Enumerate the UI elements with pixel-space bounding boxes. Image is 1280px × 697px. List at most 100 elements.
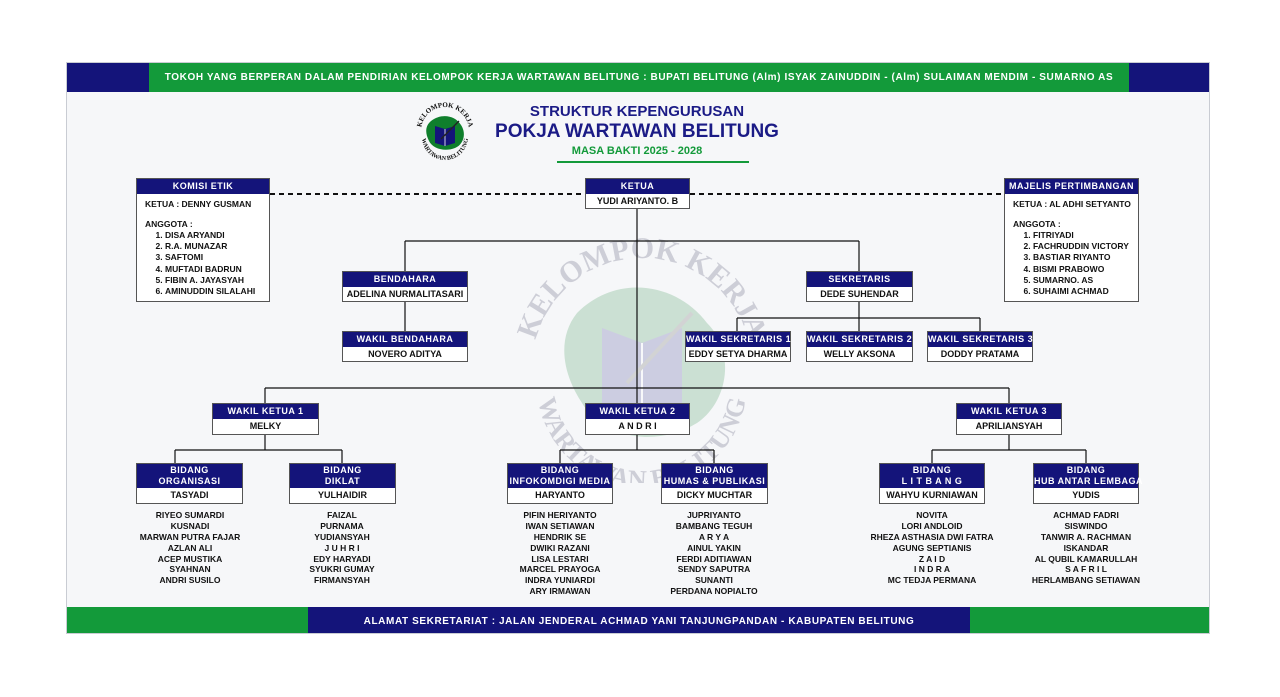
list-item: R.A. MUNAZAR	[165, 241, 269, 252]
bidang-infokomdigi-title: BIDANG INFOKOMDIGI MEDIA	[508, 464, 612, 488]
list-item: SUMARNO. AS	[1033, 275, 1138, 286]
top-banner-text: TOKOH YANG BERPERAN DALAM PENDIRIAN KELO…	[164, 72, 1114, 83]
bidang-name: INFOKOMDIGI MEDIA	[509, 476, 611, 486]
list-item: J U H R I	[324, 542, 360, 553]
list-item: MARWAN PUTRA FAJAR	[139, 531, 241, 542]
list-item: SYUKRI GUMAY	[309, 564, 375, 575]
list-item: Z A I D	[918, 553, 946, 564]
komisi-etik-title: KOMISI ETIK	[137, 179, 269, 194]
list-item: FITRIYADI	[1033, 230, 1138, 241]
bidang-hub-antar-lembaga-title: BIDANG HUB ANTAR LEMBAGA	[1034, 464, 1143, 488]
bendahara-box: BENDAHARA ADELINA NURMALITASARI	[342, 271, 468, 302]
list-item: LISA LESTARI	[531, 553, 589, 564]
wakil-ketua-1-name: MELKY	[249, 421, 282, 431]
bidang-hub-antar-lembaga-box: BIDANG HUB ANTAR LEMBAGA YUDIS	[1033, 463, 1143, 504]
list-item: FACHRUDDIN VICTORY	[1033, 241, 1138, 252]
list-item: KUSNADI	[170, 520, 210, 531]
bidang-diklat-title: BIDANG DIKLAT	[290, 464, 395, 488]
bidang-diklat-head: YULHAIDIR	[318, 490, 367, 500]
bidang-infokomdigi-box: BIDANG INFOKOMDIGI MEDIA HARYANTO	[507, 463, 613, 504]
list-item: DISA ARYANDI	[165, 230, 269, 241]
title-underline	[557, 161, 749, 163]
list-item: FIRMANSYAH	[314, 575, 370, 586]
bidang-label: BIDANG	[170, 465, 209, 475]
wakil-sekretaris-2-box: WAKIL SEKRETARIS 2 WELLY AKSONA	[806, 331, 913, 362]
komisi-etik-members: DISA ARYANDI R.A. MUNAZAR SAFTOMI MUFTAD…	[137, 230, 269, 297]
list-item: FIBIN A. JAYASYAH	[165, 275, 269, 286]
wakil-sekretaris-3-box: WAKIL SEKRETARIS 3 DODDY PRATAMA	[927, 331, 1033, 362]
list-item: YUDIANSYAH	[314, 531, 370, 542]
list-item: ACEP MUSTIKA	[157, 553, 223, 564]
majelis-box: MAJELIS PERTIMBANGAN KETUA : AL ADHI SET…	[1004, 178, 1139, 302]
list-item: SYAHNAN	[169, 564, 211, 575]
bidang-hub-antar-lembaga-head: YUDIS	[1072, 490, 1100, 500]
wakil-sekretaris-1-box: WAKIL SEKRETARIS 1 EDDY SETYA DHARMA	[685, 331, 791, 362]
bottom-banner: ALAMAT SEKRETARIAT : JALAN JENDERAL ACHM…	[67, 607, 1209, 633]
ketua-box: KETUA YUDI ARIYANTO. B	[585, 178, 690, 209]
komisi-etik-ketua: KETUA : DENNY GUSMAN	[145, 199, 252, 209]
sekretaris-name: DEDE SUHENDAR	[820, 289, 899, 299]
list-item: DWIKI RAZANI	[530, 542, 590, 553]
list-item: A R Y A	[698, 531, 730, 542]
list-item: SUHAIMI ACHMAD	[1033, 286, 1138, 297]
wakil-sekretaris-2-title: WAKIL SEKRETARIS 2	[807, 332, 912, 347]
pokja-logo: KELOMPOK KERJA WARTAWAN BELITUNG	[415, 101, 474, 162]
bidang-diklat-members: FAIZAL PURNAMA YUDIANSYAH J U H R I EDY …	[279, 510, 405, 586]
bidang-humas-title: BIDANG HUMAS & PUBLIKASI	[662, 464, 767, 488]
sekretaris-box: SEKRETARIS DEDE SUHENDAR	[806, 271, 913, 302]
wakil-ketua-3-name: APRILIANSYAH	[975, 421, 1043, 431]
list-item: FERDI ADITIAWAN	[676, 553, 752, 564]
list-item: MUFTADI BADRUN	[165, 264, 269, 275]
bidang-name: HUB ANTAR LEMBAGA	[1034, 476, 1143, 486]
majelis-ketua: KETUA : AL ADHI SETYANTO	[1013, 199, 1131, 209]
list-item: INDRA YUNIARDI	[525, 575, 595, 586]
bidang-label: BIDANG	[695, 465, 734, 475]
org-chart-frame: KELOMPOK KERJA WARTAWAN BELITUNG	[66, 62, 1210, 634]
wakil-ketua-3-box: WAKIL KETUA 3 APRILIANSYAH	[956, 403, 1062, 435]
connector-lines	[174, 193, 1087, 463]
list-item: LORI ANDLOID	[901, 520, 963, 531]
bidang-litbang-box: BIDANG L I T B A N G WAHYU KURNIAWAN	[879, 463, 985, 504]
list-item: S A F R I L	[1065, 564, 1107, 575]
list-item: AINUL YAKIN	[687, 542, 741, 553]
wakil-bendahara-box: WAKIL BENDAHARA NOVERO ADITYA	[342, 331, 468, 362]
majelis-members: FITRIYADI FACHRUDDIN VICTORY BASTIAR RIY…	[1005, 230, 1138, 297]
bidang-litbang-title: BIDANG L I T B A N G	[880, 464, 984, 488]
wakil-sekretaris-1-title: WAKIL SEKRETARIS 1	[686, 332, 791, 347]
ketua-name: YUDI ARIYANTO. B	[596, 196, 679, 206]
ketua-title: KETUA	[586, 179, 689, 194]
list-item: RHEZA ASTHASIA DWI FATRA	[870, 531, 994, 542]
list-item: MARCEL PRAYOGA	[519, 564, 601, 575]
list-item: I N D R A	[913, 564, 951, 575]
bidang-humas-box: BIDANG HUMAS & PUBLIKASI DICKY MUCHTAR	[661, 463, 768, 504]
komisi-etik-anggota-label: ANGGOTA :	[145, 219, 193, 229]
majelis-anggota-label: ANGGOTA :	[1013, 219, 1061, 229]
wakil-sekretaris-3-title: WAKIL SEKRETARIS 3	[928, 332, 1033, 347]
bidang-label: BIDANG	[540, 465, 580, 475]
bottom-banner-text: ALAMAT SEKRETARIAT : JALAN JENDERAL ACHM…	[363, 615, 915, 627]
list-item: HENDRIK SE	[533, 531, 587, 542]
bidang-diklat-box: BIDANG DIKLAT YULHAIDIR	[289, 463, 396, 504]
list-item: PIFIN HERIYANTO	[523, 510, 597, 520]
list-item: MC TEDJA PERMANA	[887, 575, 977, 586]
komisi-etik-box: KOMISI ETIK KETUA : DENNY GUSMAN ANGGOTA…	[136, 178, 270, 302]
list-item: BAMBANG TEGUH	[675, 520, 753, 531]
bidang-name: HUMAS & PUBLIKASI	[663, 476, 766, 486]
list-item: BASTIAR RIYANTO	[1033, 252, 1138, 263]
title-organization: POKJA WARTAWAN BELITUNG	[495, 121, 779, 142]
list-item: PERDANA NOPIALTO	[670, 586, 758, 597]
bendahara-name: ADELINA NURMALITASARI	[346, 289, 464, 299]
bidang-organisasi-title: BIDANG ORGANISASI	[137, 464, 242, 488]
list-item: EDY HARYADI	[313, 553, 371, 564]
list-item: PURNAMA	[320, 520, 364, 531]
bidang-humas-head: DICKY MUCHTAR	[676, 490, 753, 500]
list-item: ISKANDAR	[1063, 542, 1109, 553]
list-item: SAFTOMI	[165, 252, 269, 263]
bidang-organisasi-box: BIDANG ORGANISASI TASYADI	[136, 463, 243, 504]
wakil-bendahara-title: WAKIL BENDAHARA	[343, 332, 467, 347]
bendahara-title: BENDAHARA	[343, 272, 467, 287]
list-item: ACHMAD FADRI	[1053, 510, 1119, 520]
bidang-infokomdigi-members: PIFIN HERIYANTO IWAN SETIAWAN HENDRIK SE…	[497, 510, 623, 597]
list-item: FAIZAL	[327, 510, 357, 520]
wakil-ketua-2-title: WAKIL KETUA 2	[586, 404, 689, 419]
